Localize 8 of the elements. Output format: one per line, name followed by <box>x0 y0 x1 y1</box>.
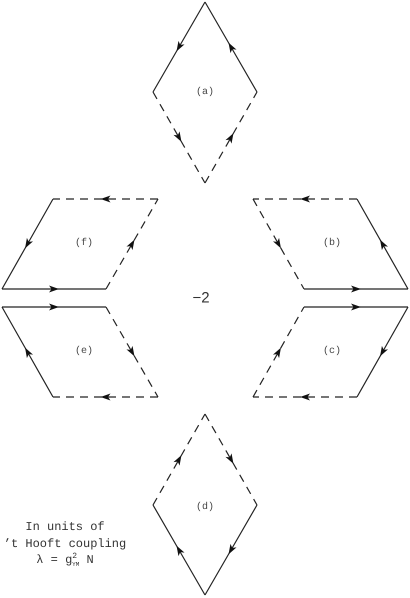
value-label: −2 <box>192 290 210 306</box>
panel-label: (c) <box>323 347 341 357</box>
panel-label: (b) <box>323 239 341 249</box>
units-note: In units of ’t Hooft coupling λ = g$^{2}$$_{YM}$ N <box>2 519 128 568</box>
panel-label: (a) <box>196 88 214 98</box>
panel-label: (e) <box>75 347 93 357</box>
panel-label: (f) <box>75 239 93 249</box>
panel-label: (d) <box>196 503 214 513</box>
